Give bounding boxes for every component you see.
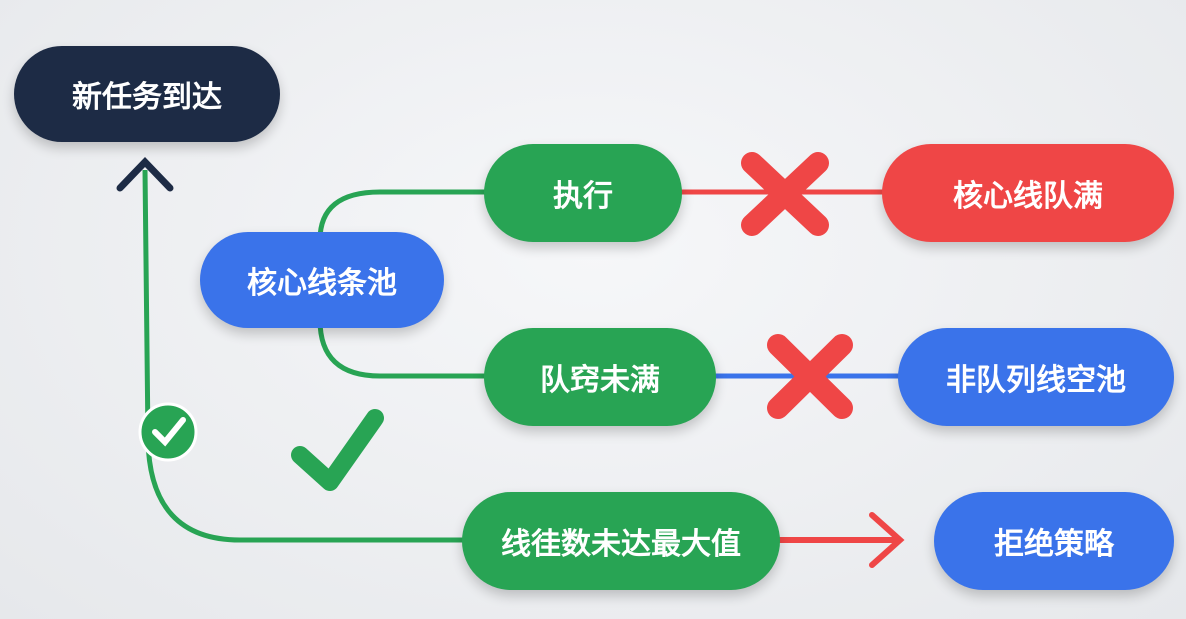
cross-icon xyxy=(741,152,829,236)
node-execute: 执行 xyxy=(484,144,682,242)
cross-icon xyxy=(767,334,853,419)
arrow-right-icon xyxy=(777,512,905,568)
node-queue-not-full: 队窍未满 xyxy=(484,328,716,426)
arrow-up-icon xyxy=(116,156,174,192)
connector-pool-execute xyxy=(317,189,490,241)
check-circle-icon xyxy=(138,402,198,462)
connector-loop-back xyxy=(142,169,470,543)
node-reject: 拒绝策略 xyxy=(934,492,1174,590)
check-mark xyxy=(152,417,186,447)
node-start: 新任务到达 xyxy=(14,46,280,142)
node-core-pool: 核心线条池 xyxy=(200,232,444,328)
connector-pool-queue xyxy=(317,319,490,379)
check-icon xyxy=(291,409,384,491)
node-core-full: 核心线队满 xyxy=(882,144,1174,242)
node-threads-not-max: 线徍数未达最大值 xyxy=(462,492,780,590)
node-non-queue-pool: 非队列线空池 xyxy=(898,328,1174,426)
